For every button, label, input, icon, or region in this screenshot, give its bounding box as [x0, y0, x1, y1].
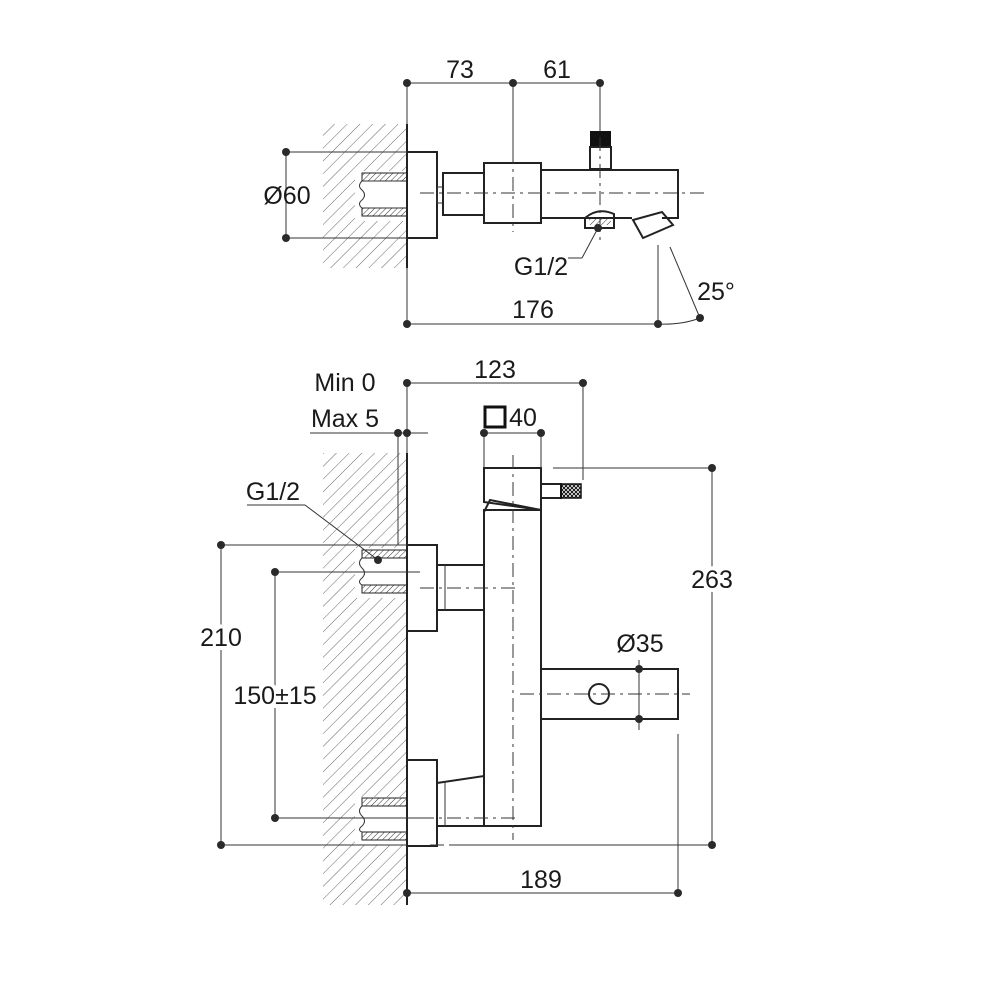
dim-150-15: 150±15 — [233, 682, 316, 710]
thermostat-cap — [483, 467, 542, 512]
label-min-0: Min 0 — [314, 369, 375, 397]
dim-176: 176 — [512, 296, 554, 324]
dim-square-40: 40 — [509, 404, 537, 432]
escutcheon-top — [406, 151, 438, 239]
thread-label-top: G1/2 — [514, 253, 568, 281]
diverter-knob-front — [560, 483, 582, 499]
dim-diameter-35: Ø35 — [616, 630, 663, 658]
square-symbol-icon — [483, 405, 507, 429]
thread-label-front: G1/2 — [246, 478, 300, 506]
top-view: 73 61 Ø60 G1/2 176 25° — [263, 56, 735, 328]
label-max-5: Max 5 — [311, 405, 379, 433]
front-view: 123 Min 0 Max 5 40 G1/2 263 210 — [196, 356, 737, 905]
spout-top — [631, 210, 675, 240]
dim-diameter-60: Ø60 — [263, 182, 310, 210]
dim-61: 61 — [543, 56, 571, 84]
dim-123: 123 — [474, 356, 516, 384]
dim-210: 210 — [200, 624, 242, 652]
dim-189: 189 — [520, 866, 562, 894]
dim-73: 73 — [446, 56, 474, 84]
angle-25: 25° — [697, 278, 735, 306]
dim-263: 263 — [691, 566, 733, 594]
